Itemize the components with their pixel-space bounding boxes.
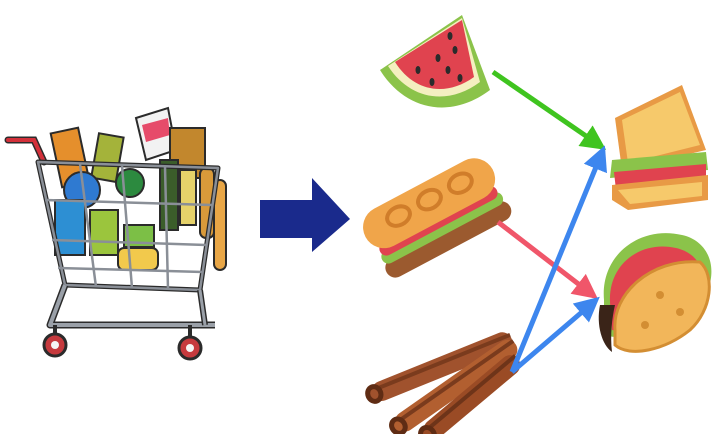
watermelon-slice-icon: [380, 15, 490, 107]
connector-arrows: [493, 72, 603, 372]
cart-wheel-right: [179, 337, 201, 359]
shopping-cart-icon: [8, 108, 226, 359]
cart-wheel-left: [44, 334, 66, 356]
big-right-arrow: [260, 178, 350, 252]
cinnamon-sticks-icon: [362, 329, 524, 434]
arrow-cinnamon-to-sandwich: [512, 150, 603, 372]
arrow-watermelon-to-sandwich: [493, 72, 602, 147]
sandwich-icon: [610, 85, 708, 210]
taco-icon: [599, 233, 712, 352]
baguette-icon: [356, 151, 517, 282]
